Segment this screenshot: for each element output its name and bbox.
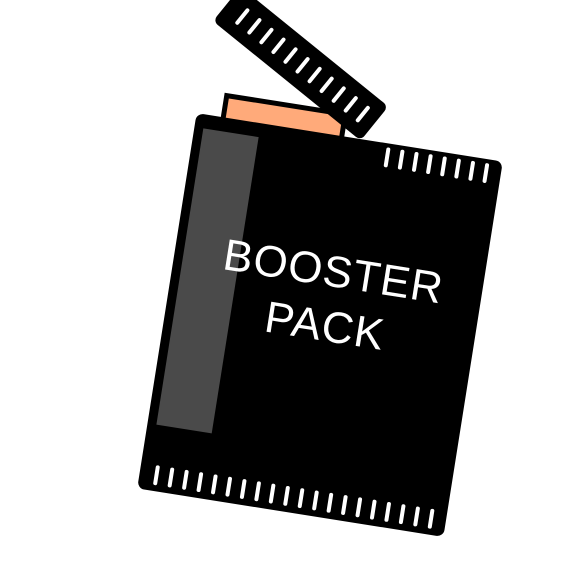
crimp-notch [331,86,346,103]
crimp-notch [383,147,391,168]
crimp-notch [398,504,406,525]
bottom-crimp-notches [153,465,435,529]
crimp-notch [426,154,433,175]
crimp-notch [341,495,348,515]
crimp-notch [397,149,405,170]
crimp-notch [271,37,286,55]
crimp-notch [384,501,391,522]
crimp-notch [239,479,247,499]
flap-body [215,0,386,139]
crimp-notch [297,488,305,509]
crimp-notch [283,485,290,506]
crimp-notch [295,57,310,74]
crimp-notch [225,476,232,497]
crimp-notch [196,472,204,493]
crimp-notch [235,8,250,25]
crimp-notch [440,156,447,177]
crimp-notch [211,474,218,495]
crimp-notch [369,499,377,520]
crimp-notch [412,151,419,172]
crimp-notch [312,490,319,511]
crimp-notch [413,506,420,527]
crimp-notch [153,465,160,486]
torn-flap [215,0,386,139]
crimp-notch [319,76,334,94]
crimp-notch [182,469,189,490]
crimp-notch [247,18,262,35]
crimp-notch [454,158,461,179]
crimp-notch [355,497,363,518]
crimp-notch [254,481,261,502]
crimp-notch [283,47,298,64]
crimp-notch [268,483,276,504]
crimp-notch [343,96,358,113]
crimp-notch [482,163,490,183]
crimp-notch [326,492,334,513]
crimp-notch [355,105,370,123]
crimp-notch [468,160,475,181]
crimp-notch [307,66,322,84]
crimp-notch [259,27,274,45]
pack-shine-stripe [156,128,259,434]
top-crimp-notches [383,147,490,183]
crimp-notch [427,508,435,529]
crimp-notch [167,467,175,488]
booster-pack: BOOSTER PACK [138,0,502,536]
flap-notches [235,8,370,123]
